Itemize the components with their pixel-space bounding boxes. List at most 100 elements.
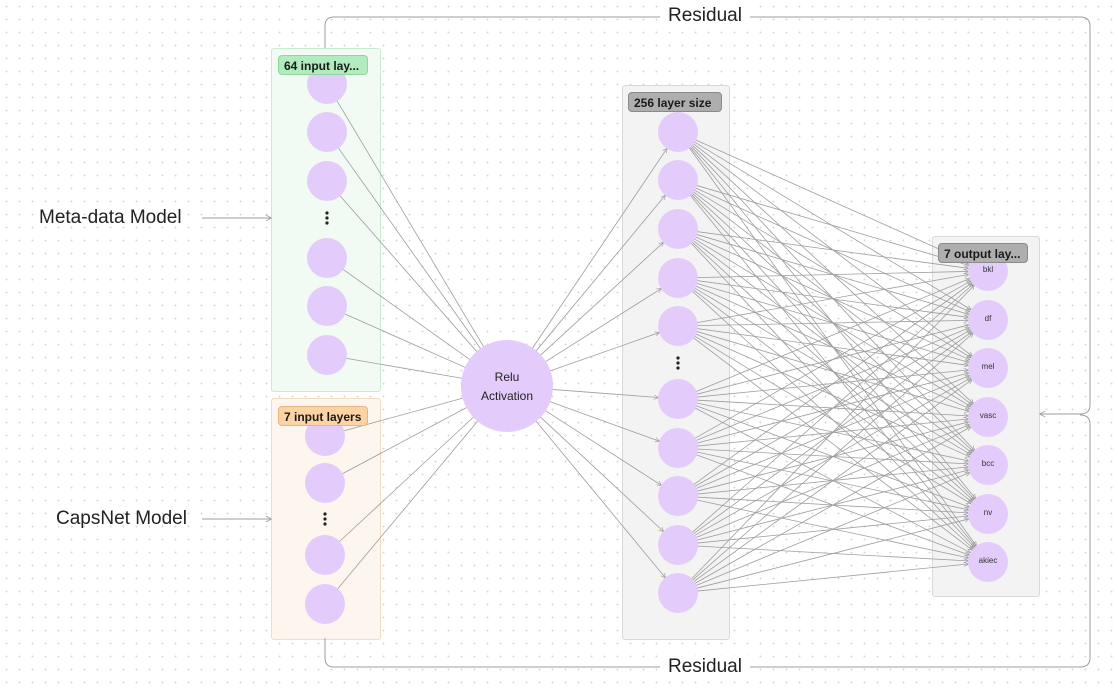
metadata-input-node — [307, 112, 347, 152]
hidden-to-output-edge — [694, 332, 969, 456]
input-to-activation-edge — [339, 195, 484, 360]
hidden-node — [658, 209, 698, 249]
input-to-activation-edge — [343, 269, 479, 367]
hidden-to-output-edge — [691, 284, 973, 534]
capsnet-input-node — [305, 535, 345, 575]
activation-to-hidden-edge — [546, 399, 659, 441]
ellipsis-markers — [323, 211, 680, 526]
output-node-label: mel — [981, 362, 995, 371]
residual-bottom-label: Residual — [660, 656, 750, 678]
metadata-input-node — [307, 335, 347, 375]
residual-connections — [202, 16, 1091, 668]
hidden-to-output-edge — [695, 328, 968, 365]
output-node-label: vasc — [979, 411, 997, 420]
hidden-to-output-edge — [694, 235, 969, 359]
capsnet-ellipsis — [323, 512, 327, 526]
hidden-to-output-edge — [695, 519, 968, 589]
capsnet-input-node — [305, 416, 345, 456]
hidden-to-output-edge — [695, 271, 968, 278]
hidden-node — [658, 525, 698, 565]
input-to-activation-edge — [339, 409, 482, 542]
relu-activation-node — [461, 340, 553, 432]
metadata-input-layer-panel — [271, 48, 381, 392]
capsnet-input-node — [305, 584, 345, 624]
hidden-to-output-edge — [695, 370, 968, 398]
capsnet-input-badge: 7 input layers — [278, 406, 368, 426]
metadata-input-node — [307, 286, 347, 326]
activation-to-hidden-edge — [533, 195, 665, 354]
activation-line2: Activation — [480, 389, 534, 403]
hidden-node — [658, 112, 698, 152]
output-node-label: bcc — [981, 459, 995, 468]
hidden-to-output-edge — [695, 320, 968, 327]
activation-to-hidden-edge — [530, 149, 666, 352]
hidden-to-output-edge — [690, 191, 973, 451]
hidden-to-output-edge — [693, 334, 971, 503]
activation-line1: Relu — [494, 370, 520, 384]
hidden-to-output-edge — [695, 184, 969, 265]
residual-top-line — [324, 16, 1091, 414]
hidden-node — [658, 428, 698, 468]
hidden-to-output-edge — [694, 473, 970, 587]
hidden-node — [658, 573, 698, 613]
activation-to-hidden-edge — [548, 388, 658, 397]
network-nodes — [305, 64, 1008, 624]
output-layer-badge: 7 output lay... — [938, 243, 1028, 263]
output-node-label: akiec — [978, 556, 998, 565]
capsnet-model-label: CapsNet Model — [56, 508, 187, 529]
input-to-activation-edge — [337, 412, 485, 589]
hidden-to-output-edge — [692, 380, 972, 583]
output-node-label: df — [984, 314, 992, 323]
metadata-input-badge: 64 input lay... — [278, 55, 368, 75]
output-node — [968, 494, 1008, 534]
activation-label: Relu Activation — [462, 368, 552, 406]
input-to-activation-edge — [338, 148, 488, 358]
metadata-ellipsis — [325, 211, 329, 225]
hidden-to-output-edge — [695, 467, 968, 495]
hidden-to-output-edge — [692, 283, 972, 486]
hidden-to-output-edge — [693, 188, 971, 357]
input-to-activation-edge — [342, 402, 477, 474]
hidden-to-output-edge — [692, 239, 972, 453]
activation-to-hidden-edge — [542, 408, 661, 485]
input-to-activation-edge — [346, 358, 474, 380]
metadata-model-label: Meta-data Model — [39, 207, 182, 228]
metadata-input-node — [307, 238, 347, 278]
output-node — [968, 445, 1008, 485]
residual-bottom-line — [324, 414, 1091, 668]
hidden-to-output-edge — [692, 336, 972, 550]
hidden-node — [658, 258, 698, 298]
hidden-ellipsis — [676, 356, 680, 370]
hidden-to-output-edge — [693, 281, 971, 440]
hidden-node — [658, 379, 698, 419]
activation-to-hidden-edge — [537, 243, 663, 358]
metadata-input-node — [307, 161, 347, 201]
hidden-to-output-edge — [691, 333, 973, 582]
hidden-to-output-edge — [695, 564, 968, 592]
hidden-to-output-edge — [694, 376, 970, 490]
hidden-to-output-edge — [689, 193, 975, 546]
input-to-activation-edge — [345, 313, 476, 372]
activation-to-hidden-edge — [537, 414, 664, 532]
hidden-to-output-edge — [694, 138, 969, 262]
hidden-layer-badge: 256 layer size — [628, 92, 722, 112]
hidden-to-output-edge — [695, 231, 968, 268]
hidden-to-output-edge — [694, 279, 970, 393]
hidden-to-output-edge — [695, 274, 969, 324]
input-to-activation-edge — [336, 100, 489, 357]
activation-to-hidden-edge — [542, 289, 662, 364]
output-node — [968, 542, 1008, 582]
output-node-label: bkl — [982, 265, 994, 274]
activation-to-hidden-edge — [533, 418, 666, 577]
hidden-to-output-edge — [695, 499, 969, 558]
hidden-to-output-edge — [690, 285, 974, 581]
hidden-node — [658, 476, 698, 516]
output-node — [968, 300, 1008, 340]
hidden-to-output-edge — [693, 427, 971, 585]
output-node — [968, 397, 1008, 437]
output-node-label: nv — [983, 508, 993, 517]
output-node — [968, 348, 1008, 388]
hidden-node — [658, 160, 698, 200]
